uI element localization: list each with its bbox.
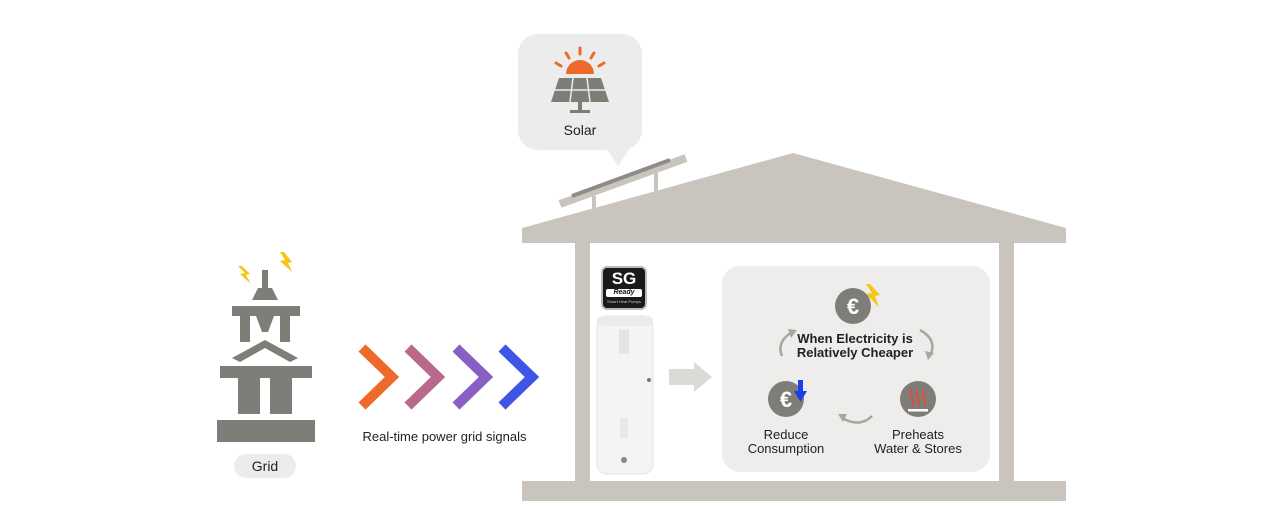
cycle-arrow-icon bbox=[919, 328, 934, 360]
solar-label: Solar bbox=[563, 122, 597, 138]
cycle-arrow-icon bbox=[779, 329, 797, 357]
chevron-arrow-icon bbox=[404, 344, 446, 410]
cheaper-label: When Electricity is Relatively Cheaper bbox=[796, 331, 914, 360]
lightning-icon bbox=[866, 284, 880, 307]
sg-badge-tiny: Smart Heat Pumps bbox=[607, 299, 641, 304]
sun-icon bbox=[554, 46, 606, 74]
down-arrow-icon bbox=[794, 380, 807, 402]
heater-icon bbox=[900, 381, 936, 417]
cycle-arrow-icon bbox=[838, 414, 873, 424]
svg-text:€: € bbox=[847, 294, 859, 319]
chevron-arrow-icon bbox=[498, 344, 540, 410]
preheat-label: Preheats Water & Stores bbox=[874, 427, 962, 456]
sg-badge-main: SG bbox=[611, 269, 637, 288]
svg-text:€: € bbox=[780, 387, 792, 412]
chevron-arrow-icon bbox=[358, 344, 400, 410]
house-icon bbox=[522, 153, 1066, 501]
sg-ready-badge bbox=[601, 266, 647, 310]
water-heater-icon bbox=[596, 315, 654, 475]
lightning-icon bbox=[238, 266, 251, 284]
flow-arrow-icon bbox=[669, 362, 712, 392]
power-tower-icon bbox=[217, 270, 315, 442]
chevron-arrow-icon bbox=[452, 344, 494, 410]
euro-icon: € bbox=[768, 381, 804, 417]
signals-label: Real-time power grid signals bbox=[362, 429, 527, 444]
sg-badge-sub: Ready bbox=[606, 289, 642, 297]
reduce-label: Reduce Consumption bbox=[747, 427, 825, 456]
roof-solar-panel-icon bbox=[558, 154, 688, 212]
lightning-icon bbox=[280, 252, 292, 272]
solar-panel-icon bbox=[551, 77, 609, 113]
grid-label: Grid bbox=[234, 454, 296, 478]
euro-icon: € bbox=[835, 288, 871, 324]
